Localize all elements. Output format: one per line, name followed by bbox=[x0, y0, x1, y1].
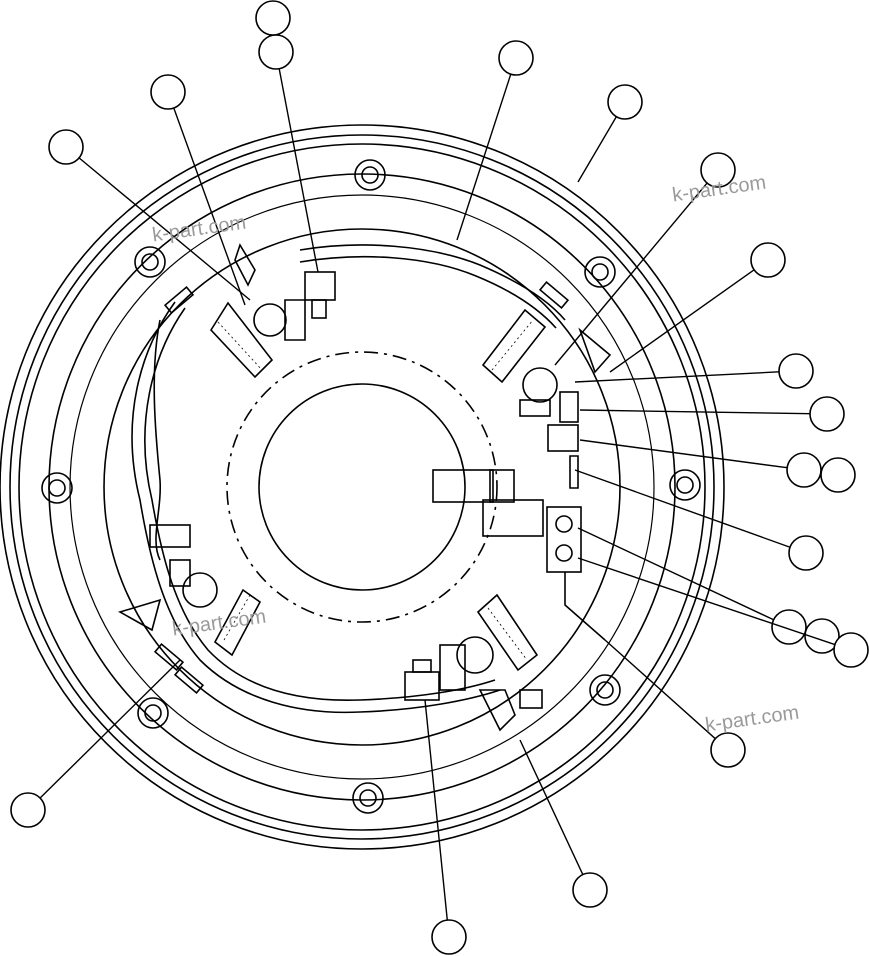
bolt-hole bbox=[589, 674, 621, 706]
callout-bubble bbox=[554, 152, 736, 366]
callout-bubble bbox=[577, 527, 807, 645]
callout-bubble bbox=[577, 84, 643, 183]
bolt-hole bbox=[41, 472, 73, 504]
callout-bubble bbox=[609, 242, 786, 373]
sensor-bottom bbox=[404, 636, 543, 732]
callout-bubble bbox=[10, 659, 181, 828]
brake-pad-bottom-left bbox=[213, 588, 262, 657]
bolt-hole bbox=[134, 246, 166, 278]
brake-pad-top-right bbox=[481, 308, 547, 384]
bolt-holes bbox=[41, 159, 701, 814]
callout-bubble bbox=[577, 557, 869, 668]
callout-bubble bbox=[820, 457, 856, 493]
sensor-top-right bbox=[519, 327, 612, 489]
center-bracket bbox=[432, 469, 606, 641]
cable-harness bbox=[131, 244, 566, 714]
callout-bubble bbox=[258, 34, 319, 273]
bolt-hole bbox=[584, 256, 616, 288]
brake-pad-bottom-right bbox=[476, 593, 539, 672]
callout-bubble bbox=[804, 618, 840, 654]
callout-bubble bbox=[574, 469, 824, 571]
callout-bubble bbox=[424, 699, 467, 955]
callout-bubble bbox=[48, 129, 251, 301]
bolt-hole bbox=[352, 782, 384, 814]
hub bbox=[226, 351, 498, 623]
callout-bubble bbox=[604, 639, 746, 768]
callout-bubble bbox=[574, 353, 814, 389]
fasteners bbox=[153, 281, 570, 694]
callout-bubble bbox=[150, 74, 246, 306]
brake-pad-top-left bbox=[209, 301, 274, 379]
callout-bubble bbox=[519, 739, 608, 908]
bolt-hole bbox=[669, 469, 701, 501]
outer-rings bbox=[0, 124, 725, 850]
callout-bubble bbox=[456, 40, 534, 241]
bolt-hole bbox=[137, 697, 169, 729]
bolt-hole bbox=[354, 159, 386, 191]
callout-bubble bbox=[579, 439, 822, 488]
callout-bubble bbox=[579, 396, 845, 432]
sensor-left bbox=[117, 524, 218, 632]
sensor-top-left bbox=[234, 243, 336, 341]
callout-bubble bbox=[255, 0, 291, 36]
callouts bbox=[10, 0, 869, 955]
